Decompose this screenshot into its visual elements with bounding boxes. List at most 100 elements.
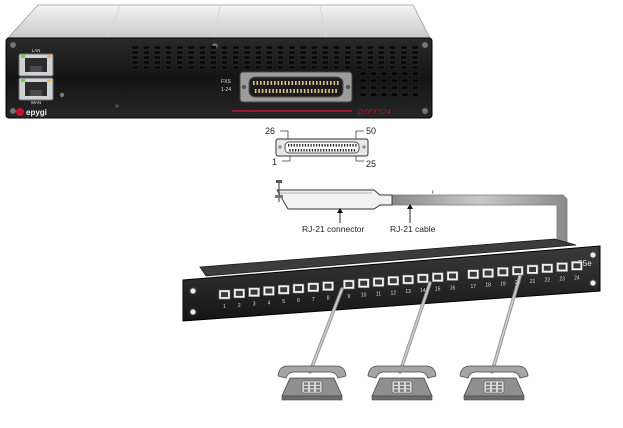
- vent-hole: [176, 65, 184, 70]
- vent-hole: [311, 45, 318, 50]
- vent-hole: [333, 60, 340, 65]
- vent-hole: [378, 60, 385, 65]
- patch-port[interactable]: 4: [263, 286, 275, 306]
- vent-hole: [411, 45, 419, 50]
- vent-hole: [232, 45, 240, 50]
- patch-port[interactable]: 12: [387, 276, 400, 296]
- patch-port[interactable]: 24: [571, 261, 583, 281]
- pin: [309, 81, 311, 85]
- pinout-pin: [314, 149, 316, 152]
- vent-hole: [370, 92, 377, 97]
- patch-port[interactable]: 19: [497, 267, 509, 287]
- patch-port[interactable]: 13: [402, 274, 414, 295]
- vent-hole: [131, 55, 139, 60]
- patch-port[interactable]: 22: [541, 263, 554, 284]
- model-label: QXFXS24: [357, 107, 391, 116]
- pinout-pin: [310, 144, 312, 147]
- pinout-pin: [353, 149, 356, 152]
- vent-hole: [142, 55, 150, 60]
- port-number-label: 22: [545, 278, 551, 284]
- patch-port[interactable]: 17: [467, 269, 480, 290]
- patch-port[interactable]: 10: [357, 278, 370, 299]
- pin: [261, 89, 264, 93]
- patch-port[interactable]: 7: [307, 282, 320, 303]
- patch-port[interactable]: 6: [292, 283, 305, 304]
- patch-port[interactable]: 15: [431, 272, 444, 293]
- pinout-pin: [338, 144, 340, 147]
- vent-hole: [389, 55, 396, 60]
- rj21-port-icon: [239, 71, 353, 103]
- pin: [279, 89, 281, 93]
- pinout-pin: [290, 144, 293, 147]
- port-number-label: 13: [405, 289, 411, 295]
- connector-pinout-diagram: 26 50 1 25: [265, 126, 376, 169]
- patch-port[interactable]: 11: [372, 277, 385, 298]
- gateway-device: LAN WAN epygi QXFXS24 FXS 1-24: [5, 4, 433, 119]
- patch-port[interactable]: 5: [277, 284, 290, 305]
- pin: [284, 81, 287, 85]
- vent-hole: [359, 71, 367, 76]
- vent-hole: [176, 45, 184, 50]
- vent-hole: [370, 71, 377, 76]
- pinout-pin: [342, 149, 344, 152]
- patch-port[interactable]: 2: [233, 288, 246, 309]
- vent-hole: [187, 50, 195, 55]
- patch-port[interactable]: 21: [526, 264, 539, 285]
- pinout-pin: [325, 149, 328, 152]
- pin: [316, 81, 318, 85]
- patch-port[interactable]: 1: [218, 289, 231, 310]
- vent-hole: [344, 60, 351, 65]
- vent-hole: [142, 65, 150, 70]
- vent-hole: [411, 60, 419, 65]
- pin: [317, 89, 320, 93]
- pin: [330, 81, 332, 85]
- pin: [282, 89, 285, 93]
- vent-hole: [367, 50, 374, 55]
- patch-port[interactable]: 9: [343, 279, 355, 300]
- port-number-label: 16: [450, 285, 456, 291]
- patch-port[interactable]: 8: [322, 281, 334, 302]
- vent-hole: [370, 78, 377, 83]
- vent-hole: [221, 65, 228, 70]
- pin: [303, 89, 306, 93]
- vent-hole: [401, 78, 409, 83]
- vent-hole: [266, 50, 273, 55]
- pin: [289, 89, 292, 93]
- patch-port[interactable]: 18: [482, 268, 494, 289]
- vent-hole: [221, 60, 228, 65]
- rj21-connector-side: [276, 189, 393, 210]
- patch-port[interactable]: 23: [556, 262, 568, 283]
- patch-port[interactable]: 16: [446, 271, 459, 291]
- vent-hole: [142, 60, 150, 65]
- power-led-icon: [59, 92, 65, 98]
- vent-hole: [288, 65, 295, 70]
- vent-hole: [187, 55, 195, 60]
- port-number-label: 3: [253, 302, 256, 308]
- vent-hole: [400, 55, 407, 60]
- vent-hole: [311, 65, 318, 70]
- rj21-cable-assembly: •• RJ-21 connector RJ-21 cable: [275, 180, 568, 244]
- mount-hole-icon: [589, 251, 597, 259]
- vent-hole: [333, 45, 340, 50]
- pinout-pin: [330, 144, 332, 147]
- vent-hole: [333, 65, 340, 70]
- pin: [335, 89, 337, 93]
- port-number-label: 23: [559, 277, 565, 283]
- patch-port[interactable]: 14: [417, 273, 429, 294]
- vent-hole: [154, 60, 161, 65]
- port-number-label: 11: [376, 292, 381, 298]
- brand-label: epygi: [26, 108, 47, 117]
- pinout-pin: [346, 144, 349, 147]
- vent-hole: [400, 60, 407, 65]
- pinout-pin: [328, 149, 330, 152]
- vent-hole: [333, 55, 340, 60]
- pinout-pin: [337, 149, 339, 152]
- vent-hole: [367, 60, 374, 65]
- vent-hole: [187, 60, 195, 65]
- patch-port[interactable]: 3: [248, 287, 260, 308]
- vent-hole: [142, 50, 150, 55]
- vent-hole: [277, 55, 284, 60]
- pinout-pin: [339, 149, 342, 152]
- arrow-up-icon: [337, 208, 343, 213]
